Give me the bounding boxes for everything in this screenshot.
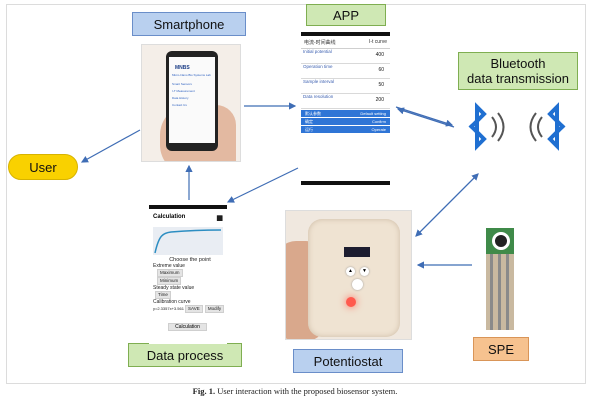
down-button[interactable]: ▼ <box>360 267 369 276</box>
app-row-label: Sample interval <box>303 79 335 84</box>
app-titlebar: 电流-时间曲线 I-t curve <box>301 36 390 49</box>
arrow-app-bluetooth-2 <box>396 107 455 128</box>
phone-menu-item-4: Data History <box>172 96 189 100</box>
app-label: APP <box>306 4 386 26</box>
save-button[interactable]: SAVE <box>185 305 203 313</box>
up-button[interactable]: ▲ <box>346 267 355 276</box>
arrow-bluetooth-potentiostat-2 <box>417 173 479 235</box>
current-curve-plot <box>153 227 223 255</box>
app-row-operation-time: Operation time 60 <box>301 64 390 79</box>
button-label-en: Confirm <box>371 119 386 124</box>
phone-body: MNBS Micro-Nano Bio Systems Lab Smart Se… <box>166 51 218 151</box>
device-display <box>344 247 370 257</box>
time-chip[interactable]: Time <box>155 291 171 299</box>
minimum-chip[interactable]: Minimum <box>157 277 182 285</box>
phone-menu-item-2: Smart Sensors <box>172 82 192 86</box>
button-label-en: Operate <box>371 127 386 132</box>
app-row-value: 50 <box>378 82 384 88</box>
data-process-label: Data process <box>128 343 242 367</box>
power-button[interactable] <box>352 279 363 290</box>
phone-brand: MNBS <box>175 65 190 71</box>
operate-button[interactable]: 运行 Operate <box>301 126 390 133</box>
grid-icon[interactable]: ▦ <box>216 215 223 222</box>
smartphone-photo: MNBS Micro-Nano Bio Systems Lab Smart Se… <box>141 44 241 162</box>
app-row-sample-interval: Sample interval 50 <box>301 79 390 94</box>
app-row-value: 60 <box>378 67 384 73</box>
arrow-app-bluetooth-1 <box>395 106 454 127</box>
app-title: 电流-时间曲线 <box>304 39 336 46</box>
electrode-ring <box>492 232 510 250</box>
smartphone-label: Smartphone <box>132 12 246 36</box>
figure-caption: Fig. 1. User interaction with the propos… <box>0 386 590 396</box>
calculation-button[interactable]: Calculation <box>168 323 207 331</box>
calc-title-text: Calculation <box>153 214 186 220</box>
app-row-value: 200 <box>375 97 384 103</box>
caption-text: User interaction with the proposed biose… <box>217 386 398 396</box>
button-label-cn: 运行 <box>305 126 313 132</box>
calibration-curve-text: Calibration curve <box>153 299 191 305</box>
electrode-head <box>486 228 514 254</box>
extreme-value-text: Extreme value <box>153 263 185 269</box>
app-tab: I-t curve <box>368 39 387 45</box>
phone-menu-item-3: I-T Measurement <box>172 89 195 93</box>
phone-menu-item-5: Contact Us <box>172 103 187 107</box>
button-label-en: Default setting <box>360 111 386 116</box>
bluetooth-label: Bluetooth data transmission <box>458 52 578 90</box>
confirm-button[interactable]: 确定 Confirm <box>301 118 390 125</box>
spe-label: SPE <box>473 337 529 361</box>
caption-label: Fig. 1. <box>192 386 216 396</box>
app-row-label: Operation time <box>303 64 333 69</box>
phone-menu-item-1: Micro-Nano Bio Systems Lab <box>172 73 211 77</box>
status-led <box>346 297 356 307</box>
app-row-label: Data resolution <box>303 94 334 99</box>
phone-screen: MNBS Micro-Nano Bio Systems Lab Smart Se… <box>169 57 215 143</box>
app-row-value: 400 <box>375 52 384 58</box>
spe-photo <box>476 226 524 332</box>
button-label-cn: 默认参数 <box>305 110 321 116</box>
user-label: User <box>8 154 78 180</box>
modify-button[interactable]: Modify <box>204 305 225 313</box>
device-body: ▲ ▼ <box>308 219 400 337</box>
steady-state-text: Steady state value <box>153 285 195 291</box>
bluetooth-icon-right <box>529 102 566 151</box>
calc-title: Calculation ▦ <box>149 209 227 224</box>
default-setting-button[interactable]: 默认参数 Default setting <box>301 110 390 117</box>
arrow-smartphone-to-user <box>80 129 141 163</box>
potentiostat-label: Potentiostat <box>293 349 403 373</box>
potentiostat-photo: ▲ ▼ <box>285 210 412 340</box>
app-row-label: Initial potential <box>303 49 332 54</box>
app-row-initial-potential: Initial potential 400 <box>301 49 390 64</box>
calculation-screenshot: Calculation ▦ Choose the point Extreme v… <box>149 205 227 344</box>
maximum-chip[interactable]: Maximum <box>157 269 183 277</box>
arrow-app-to-dataprocess <box>226 167 299 203</box>
bluetooth-icon-left <box>468 102 505 151</box>
equation-text: y=2.3357x+3.561 <box>153 306 184 311</box>
app-row-data-resolution: Data resolution 200 <box>301 94 390 109</box>
choose-point-text: Choose the point <box>169 257 211 263</box>
button-label-cn: 确定 <box>305 118 313 124</box>
app-screenshot: 电流-时间曲线 I-t curve Initial potential 400 O… <box>301 32 390 185</box>
electrode-strip <box>486 254 514 330</box>
